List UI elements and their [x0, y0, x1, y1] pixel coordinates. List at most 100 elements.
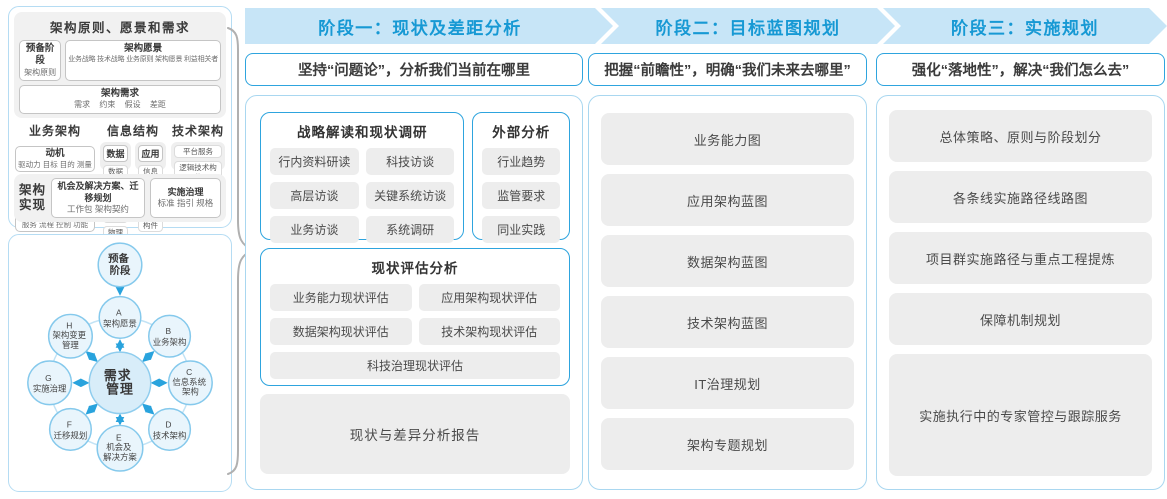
blueprint-item: 数据架构蓝图 [601, 235, 854, 287]
adm-node-a [98, 295, 142, 339]
phase-2-title: 阶段二：目标蓝图规划 [655, 18, 841, 38]
adm-node-e-label: E 机会及 解决方案 [103, 432, 137, 462]
adm-node-d-label: D 技术架构 [153, 419, 187, 440]
technology-item: 平台服务 [174, 144, 222, 159]
adm-node-d [147, 407, 192, 451]
phase-1-subtitle-box: 坚持“问题论”，分析我们当前在哪里 [245, 53, 583, 86]
adm-node-f-label: F 迁移规划 [54, 419, 88, 440]
adm-node-c-label: C 信息系统 架构 [172, 367, 208, 397]
external-analysis-box: 外部分析 行业趋势 监管要求 同业实践 [472, 112, 570, 243]
data-column: 数据 数据实体 逻辑数据构件 物理数据构件 [100, 141, 131, 258]
technology-architecture-title: 技术架构 [171, 123, 224, 138]
adm-node-b-label: B 业务架构 [153, 326, 187, 347]
architecture-framework-panel: 架构原则、愿景和需求 预备阶段 架构原则 架构愿景 业务战略 技术战略 业务原则… [8, 6, 232, 268]
function-sub: 服务 流程 控制 功能 [21, 220, 89, 230]
phase-3-title: 阶段三：实施规划 [951, 18, 1099, 38]
assessment-item: 应用架构现状评估 [418, 284, 560, 311]
architecture-domains-section: 业务架构 动机 驱动力 目标 目的 测量 组织 组织 位置 驱动者 角色 功能 … [14, 122, 226, 268]
data-header: 数据 [103, 144, 128, 162]
strategy-research-box: 战略解读和现状调研 行内资料研读 科技访谈 高层访谈 关键系统访谈 业务访谈 系… [260, 112, 465, 243]
adm-node-prep-label: 预备 阶段 [108, 252, 132, 277]
external-item: 监管要求 [482, 182, 560, 209]
adm-node-e [96, 424, 144, 472]
adm-node-c [167, 360, 213, 406]
opportunities-title: 机会及解决方案、迁移规划 [57, 181, 139, 203]
application-column: 应用 信息系统服务 逻辑应用构件 物理应用构件 [135, 141, 166, 268]
phase-2-header: 阶段二：目标蓝图规划 [601, 8, 895, 44]
information-structure-title: 信息结构 [106, 123, 159, 138]
adm-cycle-panel: 预备 阶段 A 架构愿景 B 业务架构 C 信息系统 架构 D [8, 234, 232, 492]
governance-title: 实施治理 [167, 187, 204, 198]
blueprint-item: 应用架构蓝图 [601, 174, 854, 226]
adm-node-g-label: G 实施治理 [33, 373, 67, 394]
opportunities-sub: 工作包 架构契约 [67, 203, 129, 214]
adm-node-b [147, 314, 192, 358]
center-d-arrow [142, 403, 155, 415]
prep-phase-box: 预备阶段 架构原则 [19, 40, 62, 82]
center-f-arrow [85, 403, 98, 415]
current-state-assessment-box: 现状评估分析 业务能力现状评估 应用架构现状评估 数据架构现状评估 技术架构现状… [260, 248, 570, 386]
center-b-arrow [142, 351, 155, 363]
business-architecture-column: 业务架构 动机 驱动力 目标 目的 测量 组织 组织 位置 驱动者 角色 功能 … [15, 122, 95, 233]
adm-node-h [47, 313, 93, 359]
blueprint-item: 技术架构蓝图 [601, 296, 854, 348]
motivation-title: 动机 [45, 147, 65, 159]
prep-phase-title: 预备阶段 [25, 43, 55, 67]
architecture-vision-box: 架构愿景 业务战略 技术战略 业务原则 架构愿景 利益相关者 [65, 40, 221, 82]
strategy-item: 业务访谈 [270, 216, 359, 243]
adm-node-f [48, 407, 93, 451]
business-architecture-title: 业务架构 [28, 123, 81, 138]
implementation-item: 各条线实施路径线路图 [889, 171, 1152, 223]
assessment-item: 数据架构现状评估 [270, 318, 412, 345]
implementation-item: 实施执行中的专家管控与跟踪服务 [889, 354, 1152, 476]
vision-sub: 业务战略 技术战略 业务原则 架构愿景 利益相关者 [68, 56, 218, 64]
phase-1-header: 阶段一：现状及差距分析 [245, 8, 613, 44]
governance-sub: 标准 指引 规格 [157, 198, 214, 209]
application-header: 应用 [138, 144, 163, 162]
strategy-item: 高层访谈 [270, 182, 359, 209]
realization-title: 架构 实现 [19, 183, 47, 213]
phase-3-subtitle-box: 强化“落地性”，解决“我们怎么去” [876, 53, 1165, 86]
center-h-arrow [85, 351, 98, 363]
adm-node-h-label: H 架构变更 管理 [52, 320, 88, 350]
adm-node-prep [97, 242, 143, 288]
adm-node-a-label: A 架构愿景 [103, 307, 137, 328]
prep-phase-sub: 架构原则 [24, 67, 57, 77]
implementation-governance-box: 实施治理 标准 指引 规格 [149, 178, 221, 218]
assessment-item: 技术架构现状评估 [418, 318, 560, 345]
requirements-sub: 需求 约束 假设 差距 [74, 100, 166, 110]
strategy-item: 关键系统访谈 [365, 182, 455, 209]
opportunities-migration-box: 机会及解决方案、迁移规划 工作包 架构契约 [51, 178, 145, 218]
blueprint-item: 架构专题规划 [601, 418, 854, 470]
blueprint-item: IT治理规划 [601, 357, 854, 409]
implementation-item: 项目群实施路径与重点工程提炼 [889, 232, 1152, 284]
architecture-requirements-box: 架构需求 需求 约束 假设 差距 [19, 85, 221, 114]
implementation-item: 保障机制规划 [889, 293, 1152, 345]
external-item: 行业趋势 [482, 148, 560, 175]
information-structure-column: 信息结构 数据 数据实体 逻辑数据构件 物理数据构件 应用 信息系统服务 逻辑应… [100, 122, 166, 268]
phase-3-column: 总体策略、原则与阶段划分 各条线实施路径线路图 项目群实施路径与重点工程提炼 保… [876, 95, 1165, 490]
phase-3-header: 阶段三：实施规划 [883, 8, 1167, 44]
requirements-title: 架构需求 [100, 88, 139, 100]
implementation-item: 总体策略、原则与阶段划分 [889, 110, 1152, 162]
adm-node-g [27, 360, 73, 406]
assessment-title: 现状评估分析 [371, 261, 459, 276]
external-item: 同业实践 [482, 216, 560, 243]
technology-architecture-column: 技术架构 平台服务 逻辑技术构件 物理技术构件 [171, 122, 225, 210]
phase-1-column: 战略解读和现状调研 行内资料研读 科技访谈 高层访谈 关键系统访谈 业务访谈 系… [245, 95, 583, 490]
adm-center-label: 需求 管理 [104, 368, 136, 397]
phase-1-title: 阶段一：现状及差距分析 [318, 18, 522, 38]
external-analysis-title: 外部分析 [492, 125, 551, 140]
strategy-item: 行内资料研读 [270, 148, 359, 175]
motivation-sub: 驱动力 目标 目的 测量 [18, 160, 92, 170]
vision-title: 架构愿景 [124, 43, 163, 54]
framework-title: 架构原则、愿景和需求 [49, 21, 190, 35]
blueprint-item: 业务能力图 [601, 113, 854, 165]
assessment-item: 科技治理现状评估 [270, 352, 560, 379]
strategy-research-title: 战略解读和现状调研 [296, 125, 428, 140]
adm-node-requirements-management [88, 351, 152, 415]
adm-cycle-diagram: 预备 阶段 A 架构愿景 B 业务架构 C 信息系统 架构 D [27, 242, 213, 472]
strategy-item: 科技访谈 [365, 148, 455, 175]
motivation-box: 动机 驱动力 目标 目的 测量 [15, 145, 95, 172]
